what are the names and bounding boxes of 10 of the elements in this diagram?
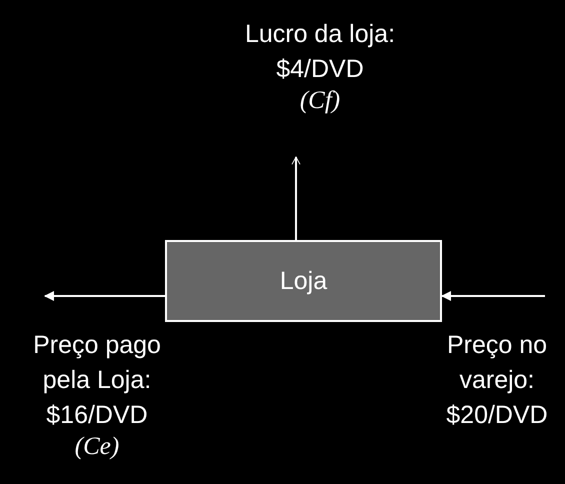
arrow: [44, 291, 165, 301]
value-label: Lucro da loja: $4/DVD: [244, 19, 396, 85]
process-box: [165, 240, 442, 322]
value-label: Preço no varejo: $20/DVD: [445, 330, 549, 431]
value-label: Preço pago pela Loja: $16/DVD: [32, 330, 162, 431]
symbol-label: (Ce): [74, 433, 120, 461]
box-label: Loja: [280, 266, 328, 296]
arrow: [292, 156, 300, 240]
arrow: [441, 291, 545, 301]
symbol-label: (Cf): [298, 87, 342, 115]
